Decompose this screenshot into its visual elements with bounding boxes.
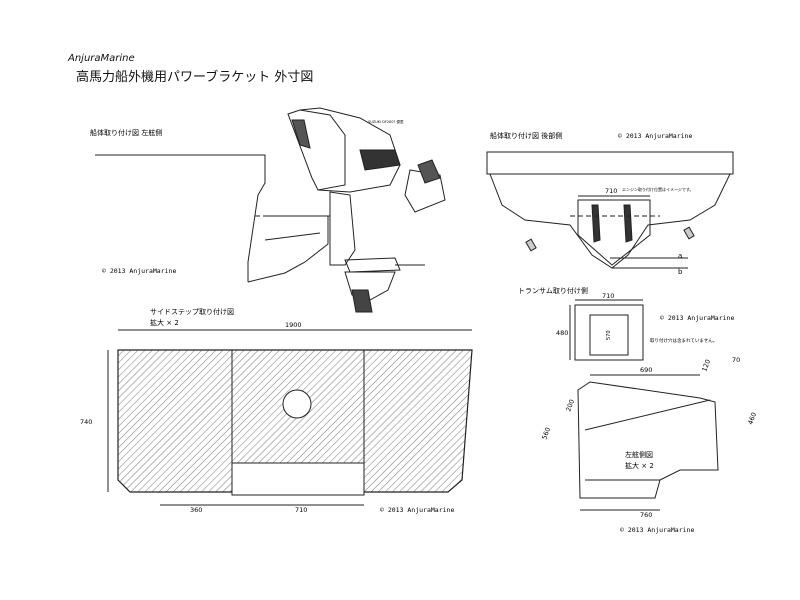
port-dim-560: 560 (540, 426, 552, 440)
port-copyright: © 2013 AnjuraMarine (620, 526, 694, 534)
bracket-rear (577, 199, 651, 266)
transom-copyright: © 2013 AnjuraMarine (660, 314, 734, 322)
side-step-scale: 拡大 × 2 (150, 318, 179, 327)
side-step-left-offset: 360 (190, 506, 202, 514)
hull-outline (95, 154, 266, 282)
port-dim-120: 120 (700, 358, 712, 372)
side-step-view (107, 329, 473, 506)
port-side-view (577, 374, 719, 511)
port-side-scale: 拡大 × 2 (625, 461, 654, 470)
engine-label: SUZUKI DF200? 優愛 (368, 119, 404, 124)
label-a: a (678, 252, 682, 260)
port-side-outline (577, 381, 719, 499)
transom-height-dim: 480 (556, 329, 568, 337)
side-step-overall-width: 1900 (285, 321, 302, 329)
left-mount-view (95, 107, 446, 313)
left-mount-copyright: © 2013 AnjuraMarine (102, 267, 176, 275)
bracket-side (247, 215, 329, 283)
side-step-copyright: © 2013 AnjuraMarine (380, 506, 454, 514)
left-mount-title: 船体取り付け図 左舷側 (90, 128, 162, 137)
port-dim-200: 200 (564, 398, 576, 412)
page-title: 高馬力船外機用パワーブラケット 外寸図 (76, 70, 314, 85)
port-side-title: 左舷側図 (625, 450, 653, 459)
port-bottom-length: 760 (640, 511, 652, 519)
rear-mount-title: 船体取り付け図 後部側 (490, 131, 562, 140)
brand-name: AnjuraMarine (68, 53, 135, 64)
label-b: b (678, 268, 683, 276)
side-step-title: サイドステップ取り付け図 (150, 307, 234, 316)
transom-note: 取り付け穴は含まれていません。 (650, 337, 717, 344)
transom-width-dim: 710 (602, 292, 614, 300)
port-dim-70: 70 (732, 356, 740, 364)
transom-title: トランサム取り付け側 (518, 286, 588, 295)
side-step-center-width: 710 (295, 506, 307, 514)
rear-mount-view (486, 151, 734, 269)
transom-view (569, 299, 644, 361)
rear-mount-copyright: © 2013 AnjuraMarine (618, 132, 692, 140)
port-top-length: 690 (640, 366, 652, 374)
engine-cowl-shape (287, 109, 346, 191)
port-dim-460: 460 (746, 411, 758, 425)
transom-inner-dim: 570 (606, 330, 612, 340)
rear-note: エンジン取り付け位置はイメージです。 (622, 186, 694, 192)
hull-top (486, 151, 734, 175)
side-step-height: 740 (80, 418, 92, 426)
rear-width-dim: 710 (605, 187, 617, 195)
